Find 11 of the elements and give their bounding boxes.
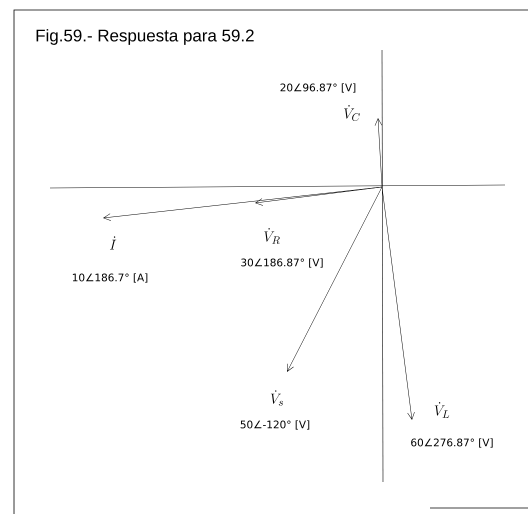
phasor-symbol: $\dot{I}$	[108, 235, 118, 251]
phasor-value: 20∠96.87° [V]	[278, 82, 358, 94]
phasor-value: 30∠186.87° [V]	[239, 257, 325, 269]
phasor-symbol: $\dot{V}_C$	[342, 104, 362, 122]
phasor-symbol: $\dot{V}_L$	[432, 401, 452, 419]
phasor-value: 10∠186.7° [A]	[70, 272, 150, 284]
phasor-value: 50∠-120° [V]	[238, 419, 312, 431]
figure-title: Fig.59.- Respuesta para 59.2	[36, 29, 254, 45]
phasor-symbol: $\dot{V}_s$	[269, 389, 285, 407]
phasor-symbol: $\dot{V}_R$	[262, 227, 282, 245]
phasor-value: 60∠276.87° [V]	[409, 437, 495, 449]
